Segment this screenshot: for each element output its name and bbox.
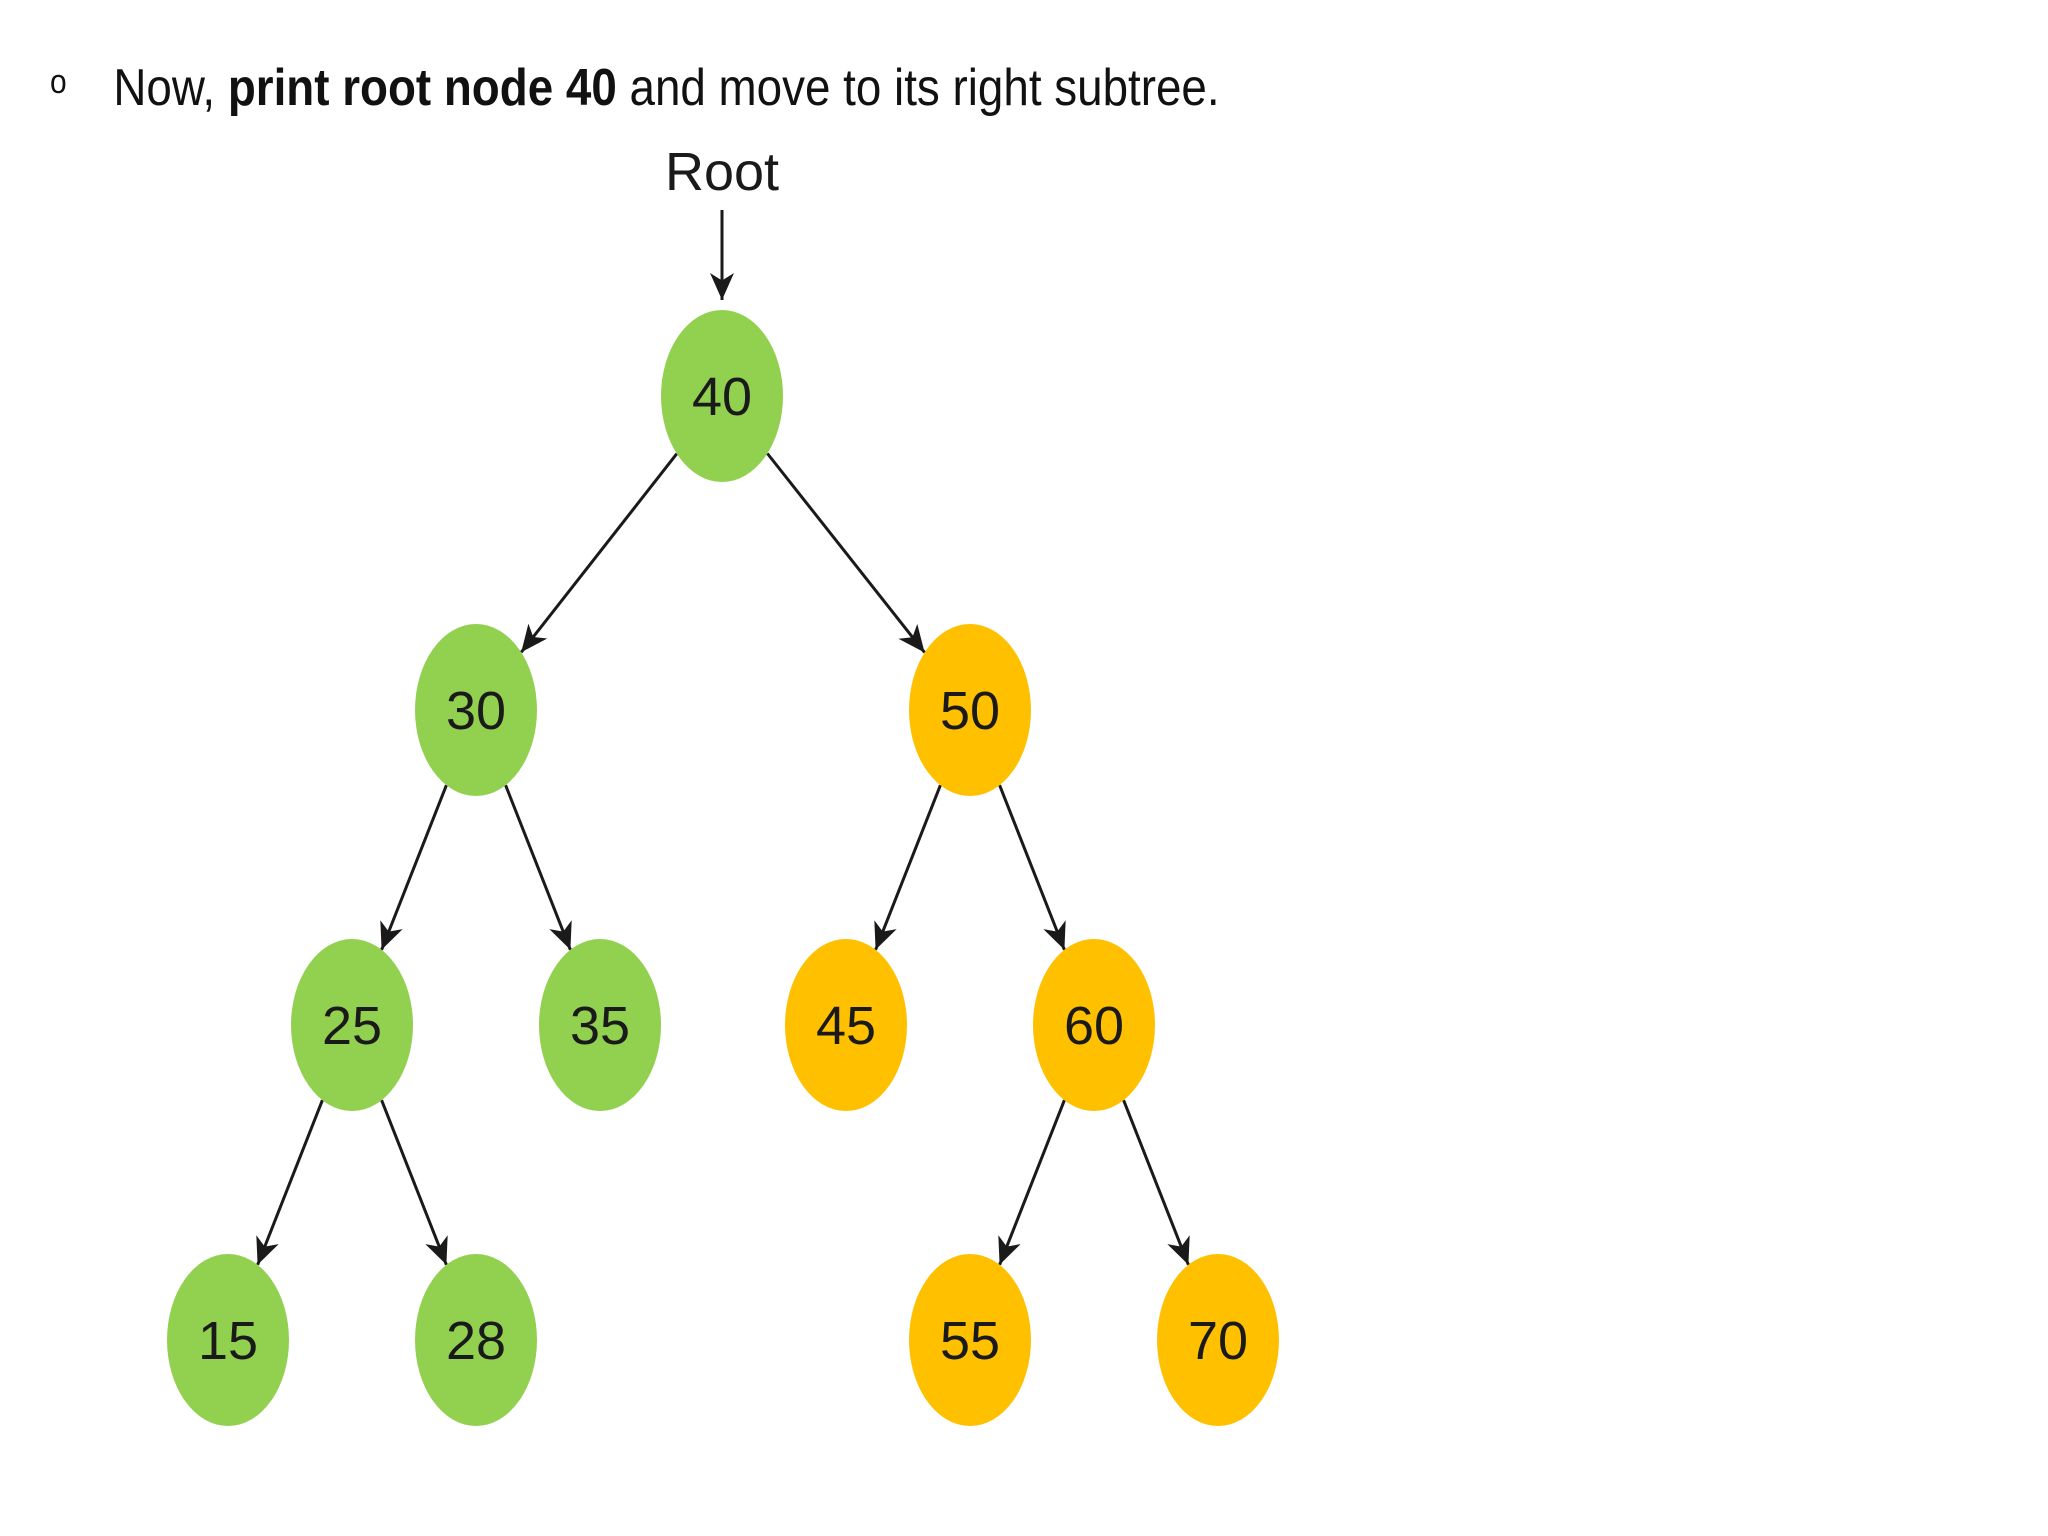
node-label-60: 60	[1064, 996, 1124, 1056]
root-pointer-label: Root	[665, 142, 779, 202]
node-circle-25	[291, 939, 413, 1111]
instruction-bold: print root node 40	[227, 59, 617, 117]
node-circle-50	[909, 624, 1031, 796]
edge-50-to-60	[998, 784, 1066, 951]
instruction-line: o Now, print root node 40 and move to it…	[50, 58, 1220, 118]
node-circle-55	[909, 1254, 1031, 1426]
node-circle-40	[661, 310, 783, 482]
node-circle-28	[415, 1254, 537, 1426]
node-circle-35	[539, 939, 661, 1111]
edge-60-to-70	[1122, 1099, 1190, 1266]
tree-node-40: 40	[661, 310, 783, 482]
edge-40-to-50	[766, 452, 926, 654]
edge-50-to-45	[874, 784, 942, 951]
node-circle-60	[1033, 939, 1155, 1111]
node-label-28: 28	[446, 1311, 506, 1371]
edge-30-to-35	[504, 784, 572, 951]
bullet-marker: o	[50, 62, 67, 101]
tree-node-35: 35	[539, 939, 661, 1111]
node-label-40: 40	[692, 367, 752, 427]
node-layer: 40 30 50 25 35 45 60 15 28 55 70	[167, 310, 1279, 1426]
node-label-70: 70	[1188, 1311, 1248, 1371]
edge-layer	[256, 452, 1190, 1266]
node-label-35: 35	[570, 996, 630, 1056]
edge-30-to-25	[380, 784, 448, 951]
node-label-50: 50	[940, 681, 1000, 741]
instruction-text: Now, print root node 40 and move to its …	[113, 58, 1219, 118]
tree-node-55: 55	[909, 1254, 1031, 1426]
node-label-30: 30	[446, 681, 506, 741]
edge-60-to-55	[998, 1099, 1066, 1266]
node-circle-15	[167, 1254, 289, 1426]
node-label-15: 15	[198, 1311, 258, 1371]
node-label-55: 55	[940, 1311, 1000, 1371]
edge-25-to-28	[380, 1099, 448, 1266]
tree-node-25: 25	[291, 939, 413, 1111]
tree-node-45: 45	[785, 939, 907, 1111]
node-circle-70	[1157, 1254, 1279, 1426]
root-pointer: Root	[665, 142, 779, 300]
edge-25-to-15	[256, 1099, 324, 1266]
node-label-45: 45	[816, 996, 876, 1056]
node-label-25: 25	[322, 996, 382, 1056]
edge-40-to-30	[520, 452, 678, 654]
node-circle-45	[785, 939, 907, 1111]
node-circle-30	[415, 624, 537, 796]
instruction-prefix: Now,	[113, 59, 228, 117]
tree-node-50: 50	[909, 624, 1031, 796]
tree-node-70: 70	[1157, 1254, 1279, 1426]
tree-node-15: 15	[167, 1254, 289, 1426]
tree-node-60: 60	[1033, 939, 1155, 1111]
tree-node-28: 28	[415, 1254, 537, 1426]
tree-node-30: 30	[415, 624, 537, 796]
instruction-suffix: and move to its right subtree.	[616, 59, 1220, 117]
